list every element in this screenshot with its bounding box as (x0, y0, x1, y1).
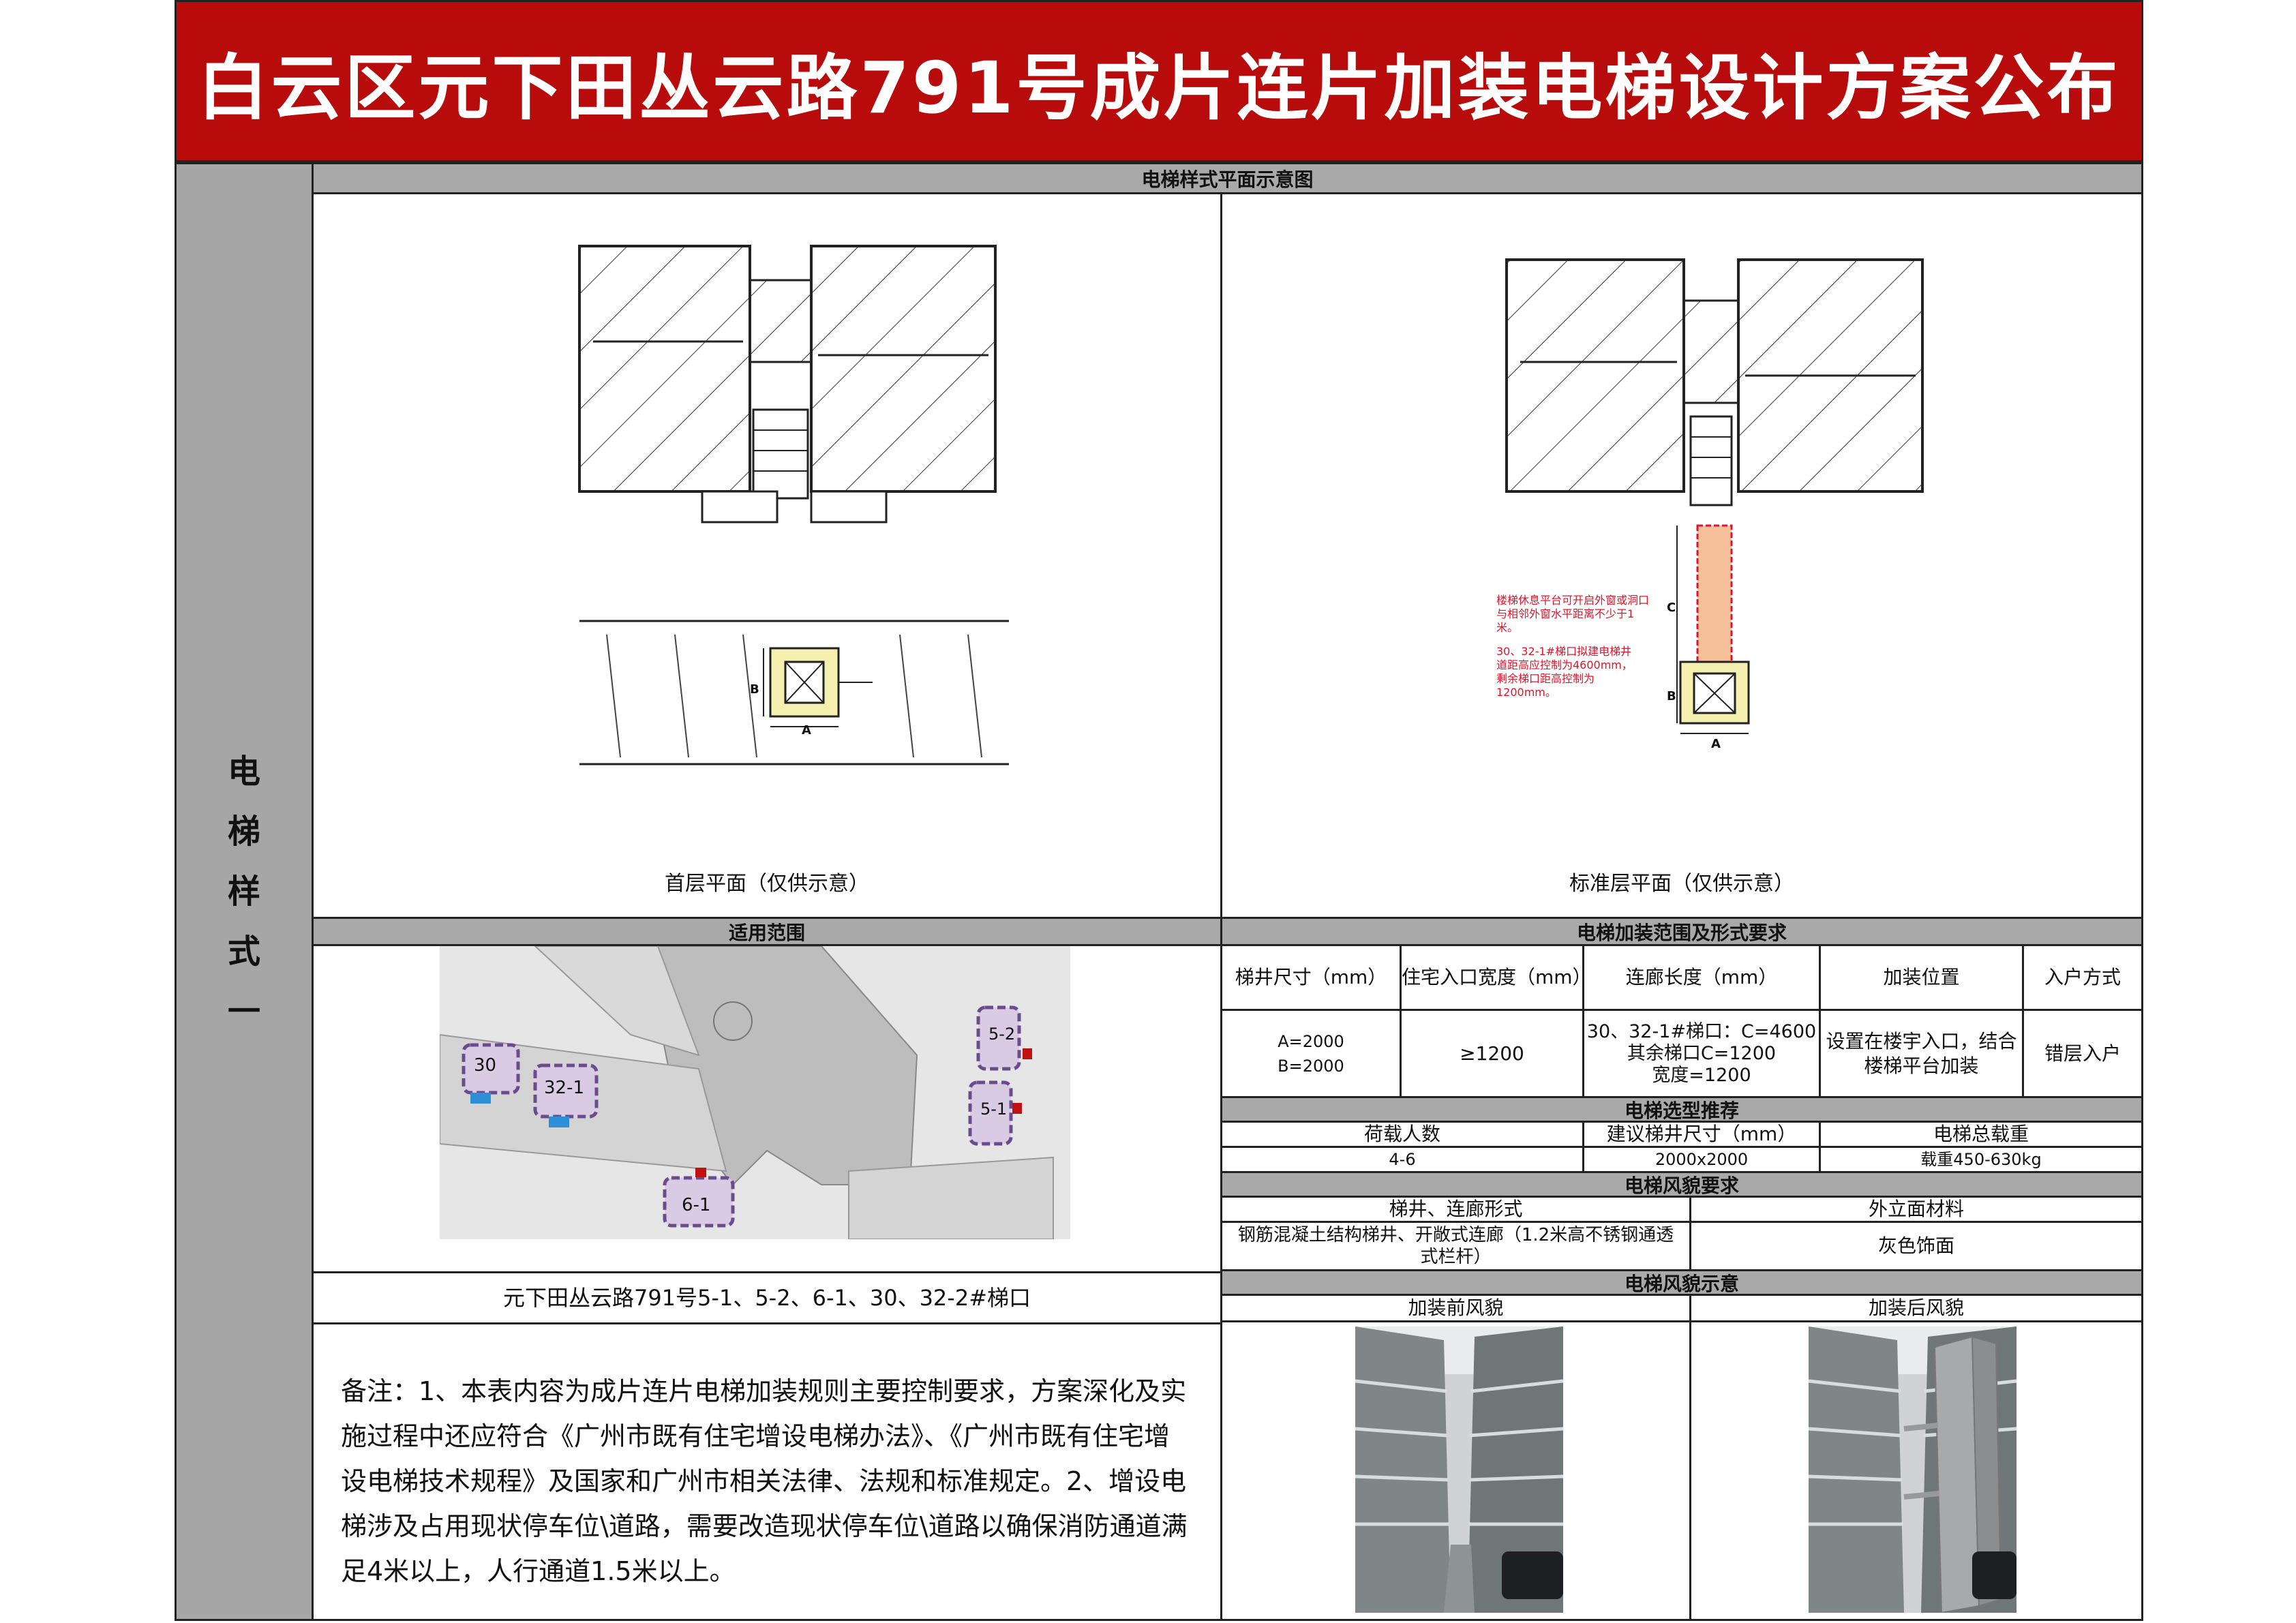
app-form-value: 钢筋混凝土结构梯井、开敞式连廊（1.2米高不锈钢通透式栏杆） (1237, 1225, 1674, 1267)
sel-vline-1 (1582, 1123, 1584, 1171)
sel-weight-value: 载重450-630kg (1920, 1150, 2042, 1169)
req-line-2 (1222, 1096, 2141, 1098)
app-material-value: 灰色饰面 (1877, 1234, 1954, 1257)
app-col-material: 外立面材料 (1868, 1198, 1964, 1220)
side-label-column: 电梯样式一 (175, 162, 314, 1621)
appearance-header: 电梯风貌要求 (1222, 1173, 2141, 1198)
page-title: 白云区元下田丛云路791号成片连片加装电梯设计方案公布 (175, 0, 2143, 162)
sel-load-value: 4-6 (1389, 1150, 1416, 1169)
req-corridor-value: 30、32-1#梯口：C=4600 其余梯口C=1200 宽度=1200 (1586, 1020, 1817, 1086)
elevator-corridor-addition (1676, 524, 1750, 734)
preview-line-1 (1222, 1320, 2141, 1322)
red-note-corridor-length: 30、32-1#梯口拟建电梯井道距高应控制为4600mm，剩余梯口距高控制为12… (1496, 645, 1633, 699)
building-block-5-1 (968, 1080, 1022, 1146)
standard-plan-dim-a: A (1711, 737, 1721, 751)
scope-header: 适用范围 (314, 919, 1220, 946)
scope-section: 适用范围 30 32-1 6-1 5-2 5-1 (314, 917, 1222, 1621)
req-shaft-value: A=2000 B=2000 (1278, 1031, 1344, 1076)
standard-floor-plan-drawing (1505, 258, 1924, 734)
standard-floor-caption: 标准层平面（仅供示意） (1569, 872, 1794, 896)
ground-floor-parking-strip (579, 620, 1009, 765)
standard-plan-dim-b: B (1667, 689, 1676, 703)
req-col-shaft: 梯井尺寸（mm） (1235, 966, 1387, 988)
requirements-header: 电梯加装范围及形式要求 (1222, 919, 2141, 946)
requirements-section: 电梯加装范围及形式要求 梯井尺寸（mm） 住宅入口宽度（mm） 连廊长度（mm）… (1220, 917, 2143, 1621)
plan-section: 电梯样式平面示意图 (314, 162, 2143, 919)
red-note-platform: 楼梯休息平台可开启外窗或洞口与相邻外窗水平距离不少于1米。 (1496, 594, 1650, 634)
selection-header: 电梯选型推荐 (1222, 1098, 2141, 1123)
req-entry-value: 错层入户 (2044, 1042, 2121, 1065)
preview-before-label: 加装前风貌 (1408, 1296, 1504, 1319)
before-photo (1355, 1326, 1563, 1613)
app-line-2 (1222, 1269, 2141, 1271)
standard-plan-dim-c: C (1667, 601, 1676, 615)
req-col-entry: 入户方式 (2044, 966, 2121, 988)
ground-plan-dim-b: B (750, 682, 759, 697)
preview-after-label: 加装后风貌 (1868, 1296, 1964, 1319)
ground-floor-plan-drawing (578, 245, 1009, 765)
req-line-1 (1222, 1009, 2141, 1011)
building-block-32-1 (533, 1063, 599, 1127)
req-vline-3 (1819, 946, 1821, 1096)
sel-size-value: 2000x2000 (1655, 1150, 1749, 1169)
sel-col-size: 建议梯井尺寸（mm） (1606, 1123, 1797, 1145)
ground-plan-dim-a: A (802, 723, 811, 738)
req-col-corridor: 连廊长度（mm） (1625, 966, 1778, 988)
req-vline-2 (1582, 946, 1584, 1096)
sel-line-2 (1222, 1171, 2141, 1173)
req-vline-1 (1400, 946, 1402, 1096)
building-block-6-1 (663, 1168, 735, 1228)
req-col-entrance: 住宅入口宽度（mm） (1402, 966, 1592, 988)
side-label: 电梯样式一 (227, 753, 260, 1031)
scope-addresses: 元下田丛云路791号5-1、5-2、6-1、30、32-2#梯口 (502, 1285, 1031, 1311)
building-block-30 (462, 1043, 520, 1104)
preview-header: 电梯风貌示意 (1222, 1271, 2141, 1296)
plan-section-header: 电梯样式平面示意图 (314, 164, 2141, 194)
app-col-form: 梯井、连廊形式 (1389, 1198, 1523, 1220)
preview-vline (1689, 1296, 1691, 1619)
site-map (440, 946, 1070, 1239)
ground-floor-building-outline (578, 245, 997, 524)
scope-divider-2 (314, 1322, 1220, 1324)
sel-col-load: 荷载人数 (1363, 1123, 1440, 1145)
ground-floor-caption: 首层平面（仅供示意） (665, 872, 869, 896)
block-label-32-1: 32-1 (544, 1078, 585, 1098)
remarks: 备注：1、本表内容为成片连片电梯加装规则主要控制要求，方案深化及实施过程中还应符… (341, 1376, 1188, 1586)
block-label-6-1: 6-1 (682, 1195, 711, 1215)
req-col-position: 加装位置 (1883, 966, 1960, 988)
req-vline-4 (2022, 946, 2024, 1096)
plan-divider (1220, 194, 1222, 919)
app-line-1 (1222, 1221, 2141, 1223)
sel-vline-2 (1819, 1123, 1821, 1171)
sel-col-weight: 电梯总载重 (1933, 1123, 2029, 1145)
block-label-5-2: 5-2 (988, 1025, 1016, 1044)
req-entrance-value: ≥1200 (1460, 1042, 1524, 1065)
app-vline-1 (1689, 1198, 1691, 1269)
block-label-30: 30 (474, 1055, 497, 1076)
building-block-5-2 (976, 1005, 1032, 1071)
sel-line-1 (1222, 1146, 2141, 1148)
added-elevator-shaft (1903, 1335, 2002, 1613)
block-label-5-1: 5-1 (980, 1099, 1008, 1119)
after-photo (1809, 1326, 2016, 1613)
req-position-value: 设置在楼宇入口，结合楼梯平台加装 (1826, 1029, 2017, 1077)
standard-floor-building-outline (1505, 258, 1924, 506)
scope-divider-1 (314, 1271, 1220, 1273)
